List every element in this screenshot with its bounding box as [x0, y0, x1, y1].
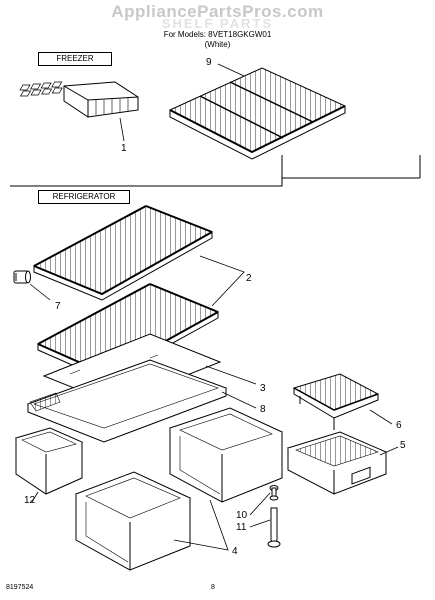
refrigerator-section-label: REFRIGERATOR — [38, 190, 130, 204]
leader-line-3 — [205, 365, 257, 385]
page-title: SHELF PARTS — [161, 16, 274, 31]
meat-keeper-part — [286, 431, 388, 495]
leader-lines-10-11 — [249, 492, 271, 528]
callout-9: 9 — [206, 57, 212, 68]
crisper-drawer-right-part — [168, 407, 284, 503]
leader-lines-4 — [173, 499, 229, 551]
leader-line-9 — [217, 63, 245, 77]
callout-5: 5 — [400, 440, 406, 451]
ice-tray-part — [19, 81, 139, 118]
leader-line-12 — [31, 491, 39, 503]
model-color: (White) — [204, 40, 231, 49]
callout-7: 7 — [55, 301, 61, 312]
callout-8: 8 — [260, 404, 266, 415]
shelf-stop-part — [13, 270, 31, 284]
model-line: For Models: 8VET18GKGW01 — [163, 30, 272, 39]
leader-line-1 — [119, 117, 125, 142]
watermark: AppliancePartsPros.com — [111, 2, 324, 21]
leader-line-7 — [29, 283, 51, 301]
leader-line-8 — [221, 391, 257, 409]
model-info: For Models: 8VET18GKGW01 (White) — [0, 30, 435, 50]
leader-line-6 — [369, 409, 393, 425]
callout-3: 3 — [260, 383, 266, 394]
page-number: 8 — [211, 584, 215, 591]
callout-1: 1 — [121, 143, 127, 154]
small-shelf-part — [292, 373, 380, 430]
small-bin-part — [14, 427, 84, 495]
crisper-cover-part — [26, 359, 228, 443]
freezer-shelf-part — [168, 67, 347, 160]
section-dividers — [10, 155, 421, 187]
callout-11: 11 — [236, 522, 247, 533]
crisper-drawer-left-part — [74, 471, 192, 571]
leader-line-5 — [379, 446, 399, 456]
callout-4: 4 — [232, 546, 238, 557]
callout-6: 6 — [396, 420, 402, 431]
callout-12: 12 — [24, 495, 36, 506]
control-slide-part — [267, 507, 281, 548]
upper-wire-shelf-part — [32, 205, 214, 301]
control-knob-part — [269, 485, 279, 501]
leader-lines-2 — [199, 255, 245, 307]
callout-10: 10 — [236, 510, 248, 521]
freezer-section-label: FREEZER — [38, 52, 112, 66]
document-number: 8197524 — [6, 584, 34, 591]
callout-2: 2 — [246, 273, 252, 284]
